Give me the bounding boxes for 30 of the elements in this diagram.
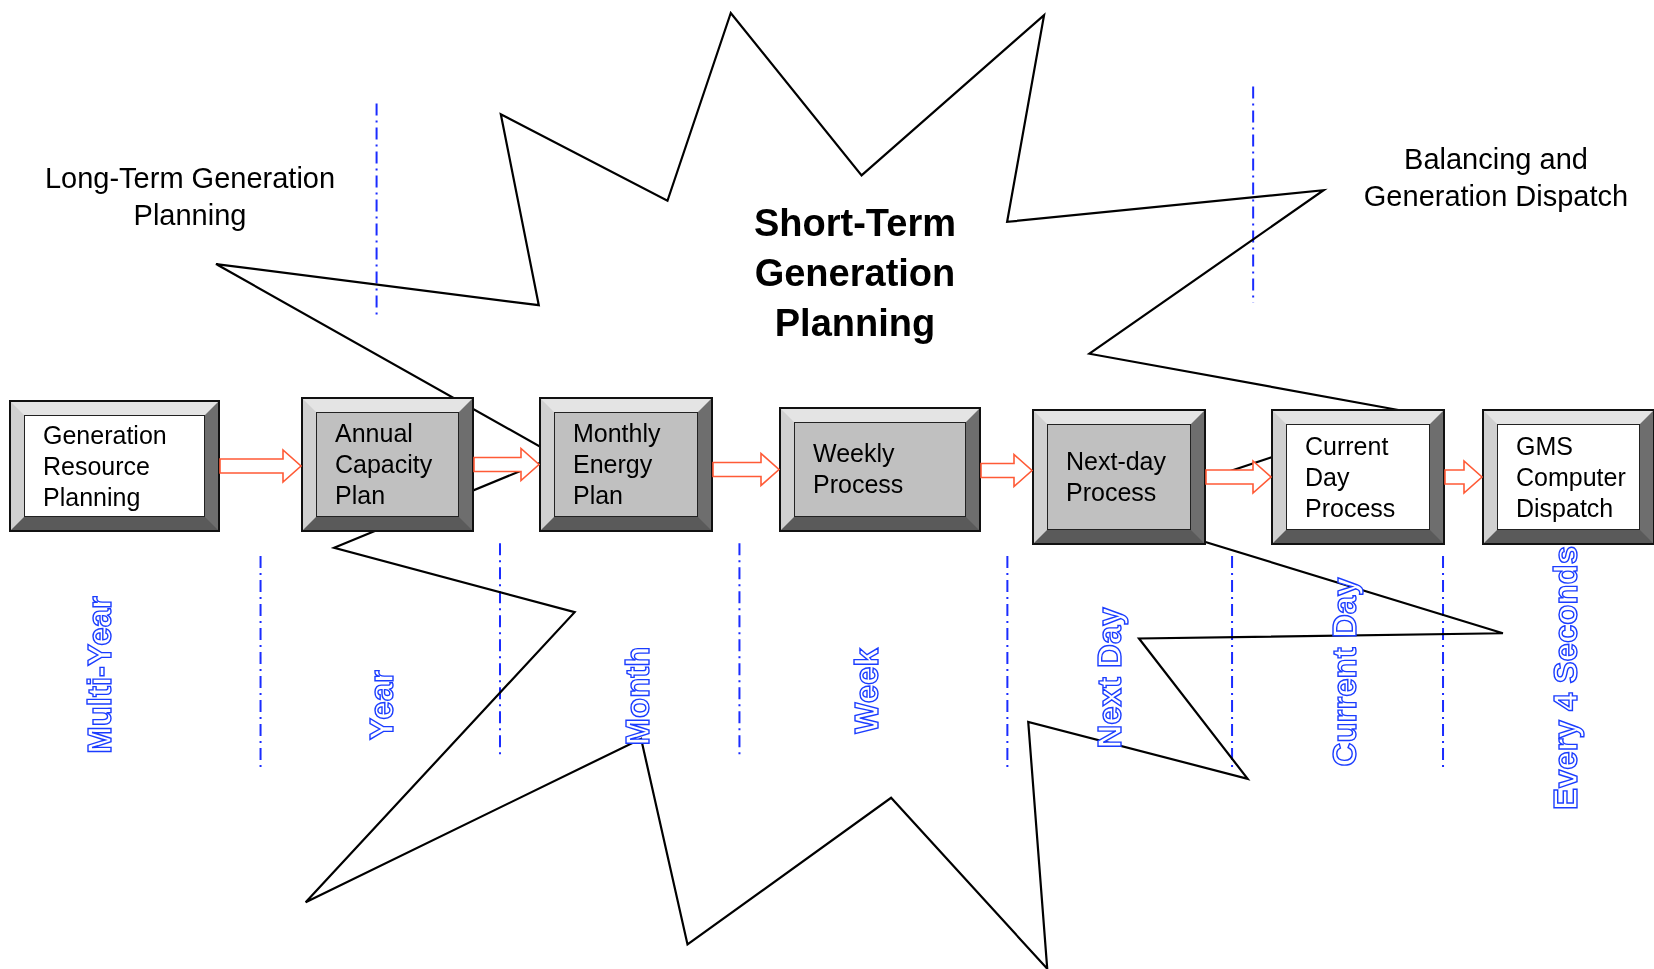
timescale-label: Year — [363, 670, 401, 740]
box-label: Current Day Process — [1305, 430, 1397, 524]
box-label: Weekly Process — [813, 438, 905, 501]
box-label: Annual Capacity Plan — [335, 418, 434, 511]
box-label: GMS Computer Dispatch — [1516, 430, 1627, 524]
process-box — [11, 402, 218, 530]
block-arrow — [473, 446, 541, 483]
process-box — [1273, 411, 1443, 543]
process-box — [303, 399, 472, 530]
process-box — [781, 409, 979, 530]
timescale-label: Current Day — [1326, 577, 1364, 767]
block-arrow — [1444, 459, 1484, 495]
process-box — [541, 399, 711, 530]
timescale-label: Next Day — [1091, 607, 1129, 749]
block-arrow — [980, 452, 1034, 489]
block-arrow — [712, 451, 781, 488]
timescale-label: Week — [848, 648, 886, 734]
block-arrow — [219, 448, 303, 484]
timescale-label: Month — [619, 646, 657, 746]
process-box — [1484, 411, 1653, 543]
process-box — [1034, 411, 1204, 543]
section-heading: Long-Term Generation Planning — [43, 161, 337, 233]
box-label: Next-day Process — [1066, 446, 1168, 508]
starburst-title: Short-Term Generation Planning — [753, 201, 957, 346]
box-label: Generation Resource Planning — [43, 419, 168, 513]
block-arrow — [1205, 459, 1273, 495]
timescale-label: Every 4 Seconds — [1547, 545, 1585, 811]
box-label: Monthly Energy Plan — [573, 418, 662, 511]
timescale-label: Multi-Year — [81, 596, 119, 754]
section-heading: Balancing and Generation Dispatch — [1362, 142, 1630, 214]
